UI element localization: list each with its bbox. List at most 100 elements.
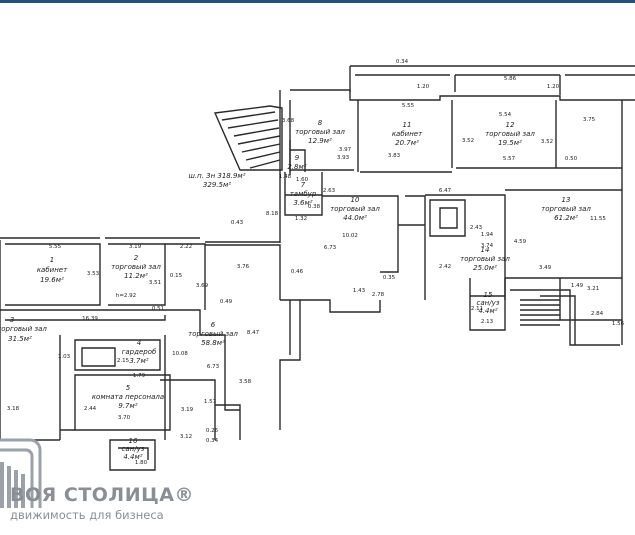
wall-room4: [74, 339, 161, 371]
dim: 2.78: [372, 292, 385, 298]
room-14-area: 25.0м²: [473, 264, 497, 272]
dim: 1.80: [135, 460, 148, 466]
room-2-area: 11.2м²: [124, 272, 148, 280]
watermark-logo-icon: [0, 438, 42, 508]
dim: 0.26: [206, 428, 219, 434]
wall-room5: [59, 335, 171, 440]
dim: 0.34: [396, 59, 409, 65]
dim: 2.42: [439, 264, 451, 270]
dim: 0.15: [170, 273, 183, 279]
wall-stairs-east: [510, 289, 620, 346]
dimension-labels: 0.34 5.86 1.20 1.20 5.55 5.54 3.75 3.97 …: [7, 59, 625, 466]
dim: 3.97: [339, 147, 352, 153]
dim: 10.02: [342, 233, 358, 239]
wall-top-inner: [290, 89, 635, 101]
dim: 3.74: [481, 243, 494, 249]
walls: [0, 65, 635, 471]
room-5-name: комната персонала: [92, 393, 164, 401]
room-6-name: торговый зал: [188, 330, 238, 338]
room-6-number: 6: [211, 321, 216, 329]
room-15-name: сан/уз: [477, 299, 500, 307]
dim: 2.15: [117, 358, 130, 364]
dim: 1.43: [353, 288, 366, 294]
dim: 16.39: [82, 316, 98, 322]
stairs-outline: [213, 105, 283, 171]
wall-step: [200, 334, 240, 411]
dim: 3.49: [539, 265, 552, 271]
dim: 3.19: [129, 244, 142, 250]
dim: 6.73: [207, 364, 220, 370]
room-1-area: 19.6м²: [40, 276, 64, 284]
room-13-name: торговый зал: [541, 205, 591, 213]
room-13-area: 61.2м²: [554, 214, 578, 222]
dim: 0.38: [308, 204, 321, 210]
dim: h=2.92: [116, 293, 136, 299]
dim: 3.19: [181, 407, 194, 413]
top-border: [0, 0, 635, 3]
dim: 2.11: [471, 306, 483, 312]
wall-hall10: [322, 195, 426, 273]
room-8-area: 12.9м²: [308, 137, 332, 145]
dim: 6.73: [324, 245, 337, 251]
dim: 3.70: [118, 415, 131, 421]
dim: 6.47: [439, 188, 452, 194]
dim: 8.47: [247, 330, 260, 336]
wall-room6-east: [279, 299, 301, 430]
wall-vestibule: [284, 172, 323, 216]
dim: 5.55: [49, 244, 62, 250]
dim: 3.83: [388, 153, 401, 159]
dim: 1.60: [296, 177, 309, 183]
watermark-tagline: движимость для бизнеса: [10, 508, 164, 522]
dim: 0.49: [220, 299, 233, 305]
room-5-number: 5: [126, 384, 131, 392]
dim: 3.53: [87, 271, 100, 277]
dim: 0.46: [291, 269, 304, 275]
dim: 3.51: [149, 280, 161, 286]
room-5-area: 9.7м²: [118, 402, 137, 410]
dim: 3.58: [239, 379, 252, 385]
room-7-area: 3.6м²: [293, 199, 312, 207]
dim: 1.49: [571, 283, 584, 289]
dim: 10.08: [172, 351, 188, 357]
room-12-area: 19.5м²: [498, 139, 522, 147]
room-1-number: 1: [50, 256, 54, 264]
room-12-number: 12: [506, 121, 515, 129]
dim: 1.20: [417, 84, 430, 90]
dim: 1.57: [204, 399, 217, 405]
dim: 3.93: [337, 155, 350, 161]
dim: 3.12: [180, 434, 192, 440]
room-3-name: торговый зал: [0, 325, 47, 333]
room-9-area: 2.8м²: [287, 163, 306, 171]
stairs-east-treads: [520, 299, 560, 326]
wall-corridor: [0, 309, 201, 335]
room-3-number: 3: [10, 316, 14, 324]
dim: 1.56: [612, 321, 625, 327]
room-9-number: 9: [295, 154, 300, 162]
dim: 3.21: [587, 286, 599, 292]
room-16-name: сан/уз: [122, 445, 145, 453]
room-8-name: торговый зал: [295, 128, 345, 136]
stairs-treads: [221, 111, 281, 169]
room-7-number: 7: [301, 181, 306, 189]
dim: 0.50: [565, 156, 578, 162]
dim: 3.69: [196, 283, 209, 289]
summary-line-2: 329.5м²: [203, 181, 231, 189]
dim: 4.59: [514, 239, 527, 245]
room-11-name: кабинет: [392, 130, 423, 138]
wall-top-rooms: [289, 100, 623, 345]
dim: 1.79: [133, 373, 146, 379]
dim: 5.57: [503, 156, 516, 162]
dim: 0.51: [152, 306, 164, 312]
room-2-name: торговый зал: [111, 263, 161, 271]
room-16-number: 16: [129, 437, 138, 445]
dim: 1.32: [295, 216, 307, 222]
room-1-name: кабинет: [37, 266, 68, 274]
wall-top-outer: [349, 65, 635, 95]
dim: 0.35: [383, 275, 396, 281]
dim: 3.52: [541, 139, 553, 145]
room-14-number: 14: [481, 246, 490, 254]
wall-room15: [469, 278, 506, 331]
wall-west-top: [0, 237, 280, 243]
dim: 2.44: [84, 406, 97, 412]
